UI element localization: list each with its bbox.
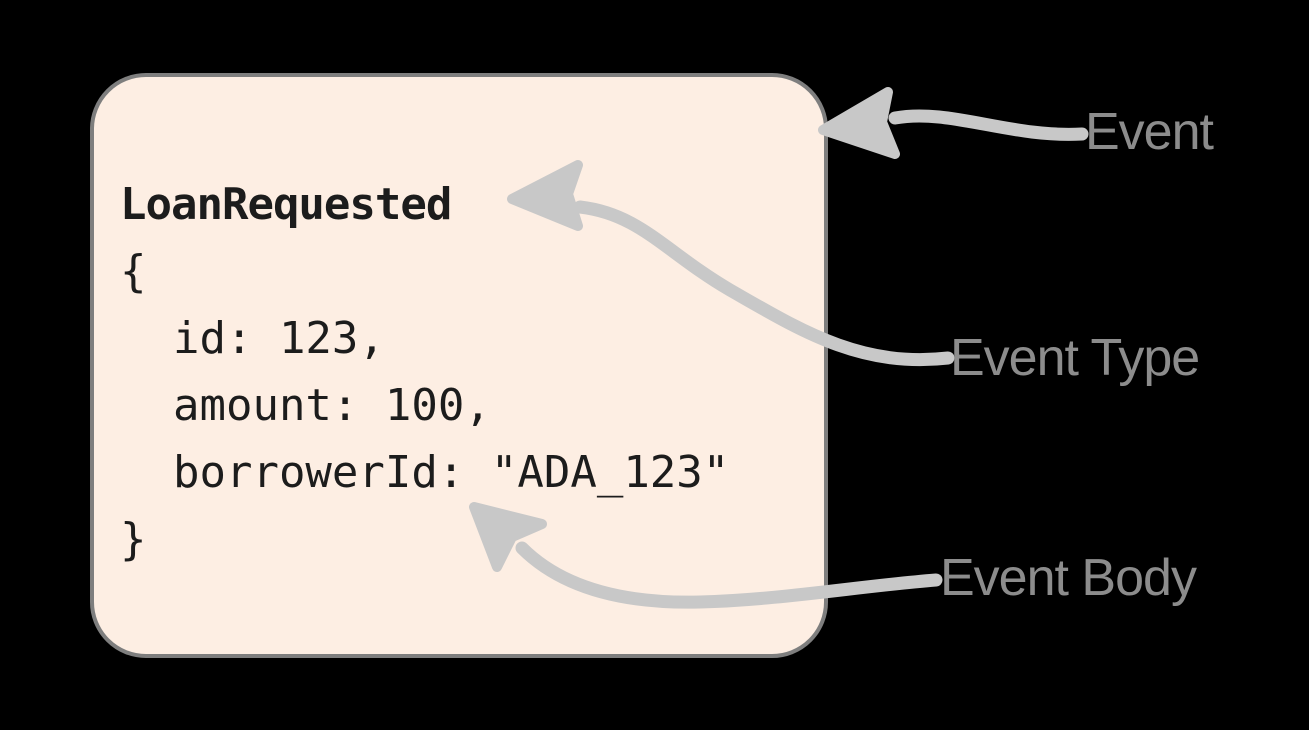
event-card: LoanRequested { id: 123, amount: 100, bor… [90, 73, 828, 658]
code-line-event-type: LoanRequested [120, 179, 452, 230]
code-line-amount: amount: 100, [120, 380, 491, 431]
callout-arrow-event [818, 87, 1089, 159]
code-line-borrower-id: borrowerId: "ADA_123" [120, 447, 730, 498]
code-line-id: id: 123, [120, 313, 385, 364]
code-line-close-brace: } [120, 514, 147, 565]
callout-label-event-body: Event Body [940, 549, 1197, 607]
event-code-block: LoanRequested { id: 123, amount: 100, bor… [120, 171, 729, 573]
callout-label-event-type: Event Type [950, 329, 1200, 387]
code-line-open-brace: { [120, 246, 147, 297]
callout-label-event: Event [1085, 103, 1214, 161]
